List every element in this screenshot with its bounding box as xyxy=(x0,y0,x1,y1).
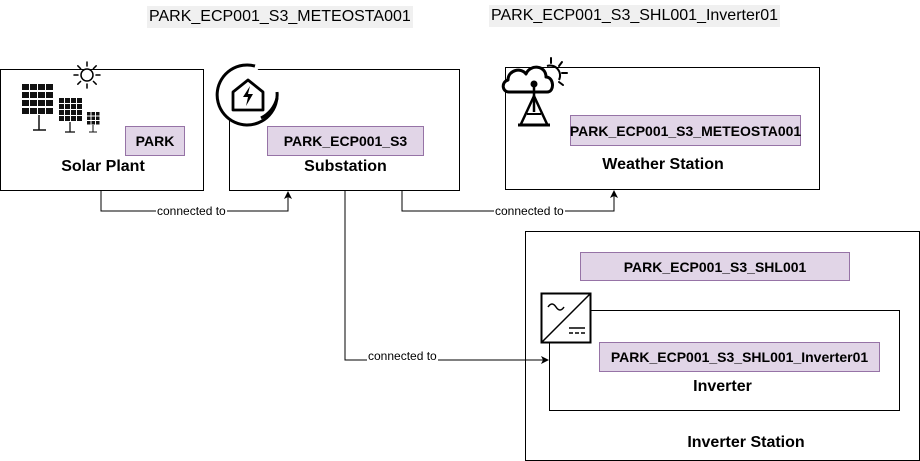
weather-station-title: Weather Station xyxy=(602,156,724,173)
weather-station-node[interactable]: PARK_ECP001_S3_METEOSTA001 Weather Stati… xyxy=(505,67,820,190)
solar-plant-node[interactable]: PARK Solar Plant xyxy=(0,69,204,191)
edge-label-substation-inverter: connected to xyxy=(367,349,438,363)
weather-station-tag: PARK_ECP001_S3_METEOSTA001 xyxy=(570,115,801,146)
inverter-title: Inverter xyxy=(693,378,752,395)
substation-node[interactable]: PARK_ECP001_S3 Substation xyxy=(229,69,460,191)
sun-icon xyxy=(73,61,101,89)
inverter-header-label: PARK_ECP001_S3_SHL001_Inverter01 xyxy=(489,5,780,27)
inverter-node[interactable]: PARK_ECP001_S3_SHL001_Inverter01 Inverte… xyxy=(549,310,900,411)
solar-plant-title: Solar Plant xyxy=(61,158,145,175)
meteo-header-label: PARK_ECP001_S3_METEOSTA001 xyxy=(147,6,413,28)
edge-label-substation-weather: connected to xyxy=(494,204,565,218)
inverter-station-title: Inverter Station xyxy=(687,434,805,451)
solar-plant-tag: PARK xyxy=(125,126,185,156)
edge-substation-to-inverter xyxy=(344,191,549,364)
inverter-tag: PARK_ECP001_S3_SHL001_Inverter01 xyxy=(599,342,880,372)
house-lightning-icon xyxy=(215,63,279,127)
solar-panel-icon xyxy=(22,84,100,133)
substation-title: Substation xyxy=(304,158,387,175)
edge-label-solar-substation: connected to xyxy=(156,204,227,218)
substation-tag: PARK_ECP001_S3 xyxy=(267,126,424,156)
weather-station-icon xyxy=(501,57,568,127)
inverter-icon xyxy=(540,292,592,344)
inverter-station-tag: PARK_ECP001_S3_SHL001 xyxy=(580,252,850,281)
